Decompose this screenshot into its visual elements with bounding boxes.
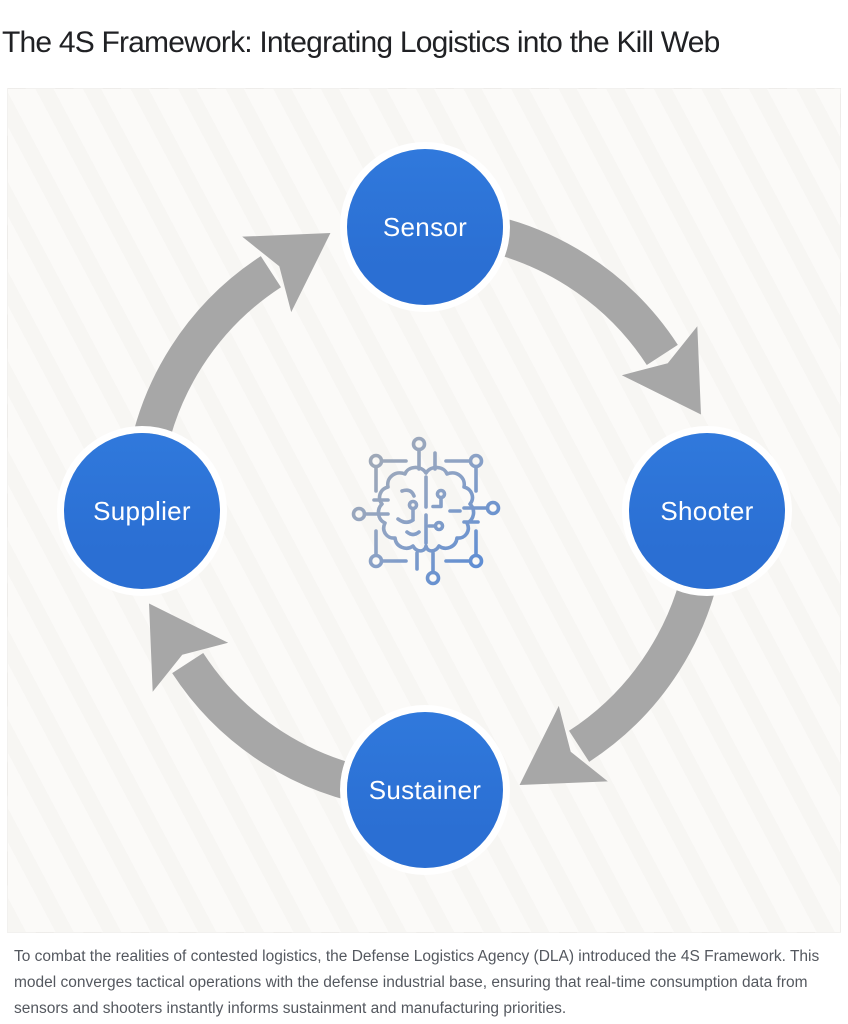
- node-supplier: Supplier: [64, 433, 220, 589]
- node-shooter: Shooter: [629, 433, 785, 589]
- node-label: Supplier: [93, 495, 191, 526]
- node-label: Shooter: [660, 495, 754, 526]
- page-title: The 4S Framework: Integrating Logistics …: [2, 26, 720, 59]
- node-label: Sensor: [382, 211, 468, 242]
- node-sensor: Sensor: [347, 149, 503, 305]
- ai-brain-circuit-icon: [351, 436, 501, 586]
- node-sustainer: Sustainer: [347, 712, 503, 868]
- node-label: Sustainer: [368, 774, 482, 805]
- caption: To combat the realities of contested log…: [14, 948, 820, 1017]
- diagram-panel: Sensor Shooter Sustainer Supplier: [7, 88, 841, 933]
